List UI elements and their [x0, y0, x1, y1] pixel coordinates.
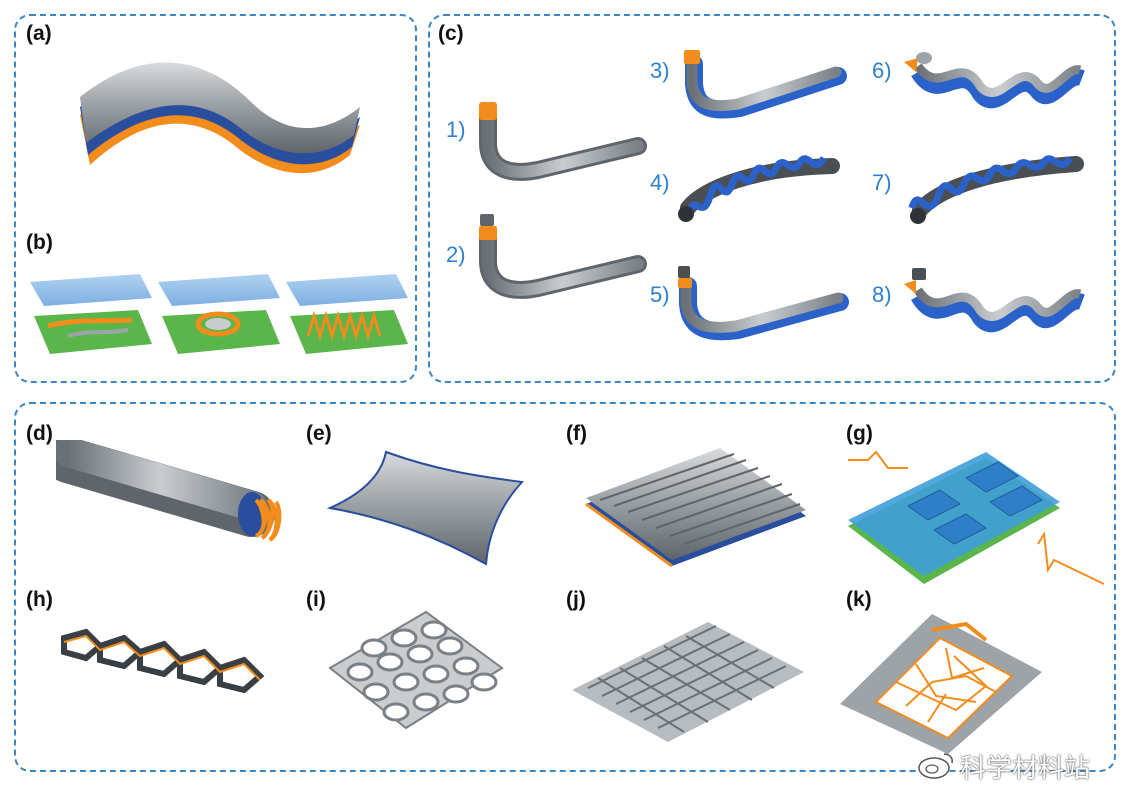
panel-c-frame	[428, 14, 1116, 383]
label-j: (j)	[566, 588, 586, 611]
figure-c5-bent-tube-blue	[678, 266, 849, 341]
figure-c1-bent-tube	[479, 102, 647, 181]
figure-a-wavy-layered-sheet	[80, 62, 360, 174]
c-item-label-8: 8)	[872, 282, 892, 307]
figure-c4-helical-tube	[678, 155, 840, 222]
panel-ab-frame	[14, 14, 417, 383]
c-item-label-5: 5)	[650, 282, 670, 307]
b-device-1	[30, 274, 152, 354]
figure-g-encapsulated-chip	[848, 450, 1105, 585]
figure-c6-twisted-ribbon	[904, 52, 1085, 109]
figure-c8-twisted-ribbon	[904, 268, 1085, 333]
watermark-text: 科学材料站	[960, 754, 1091, 784]
label-h: (h)	[26, 588, 53, 611]
c-item-label-1: 1)	[446, 117, 466, 142]
c-item-label-2: 2)	[446, 242, 466, 267]
figure-c3-bent-tube-blue	[684, 50, 847, 119]
label-c: (c)	[438, 22, 464, 45]
label-i: (i)	[306, 588, 326, 611]
label-a: (a)	[26, 22, 52, 45]
b-device-3	[286, 274, 408, 354]
b-device-2	[158, 274, 280, 354]
c-item-label-7: 7)	[872, 170, 892, 195]
label-b: (b)	[26, 231, 53, 254]
panel-dk-frame	[14, 402, 1116, 772]
label-f: (f)	[566, 422, 587, 445]
figure-i-honeycomb	[328, 610, 504, 730]
label-g: (g)	[846, 422, 873, 445]
label-k: (k)	[846, 588, 872, 611]
figure-b-three-stack-devices	[30, 274, 408, 354]
label-e: (e)	[306, 422, 332, 445]
weibo-logo-icon	[918, 753, 953, 779]
label-d: (d)	[26, 422, 53, 445]
c-item-label-4: 4)	[650, 170, 670, 195]
figure-c7-helical-tube	[908, 155, 1084, 224]
figure-d-rolled-tube	[56, 440, 282, 542]
figure-e-curved-membrane	[326, 450, 525, 566]
figure-f-corrugated-sheet	[585, 448, 806, 568]
figure-j-kirigami-sheet	[572, 622, 804, 742]
c-item-label-6: 6)	[872, 58, 892, 83]
figure-c2-bent-tube	[479, 214, 647, 299]
figure-h-chain-lattice	[61, 628, 265, 694]
c-item-label-3: 3)	[650, 58, 670, 83]
figure-k-crackle-network	[840, 614, 1042, 754]
